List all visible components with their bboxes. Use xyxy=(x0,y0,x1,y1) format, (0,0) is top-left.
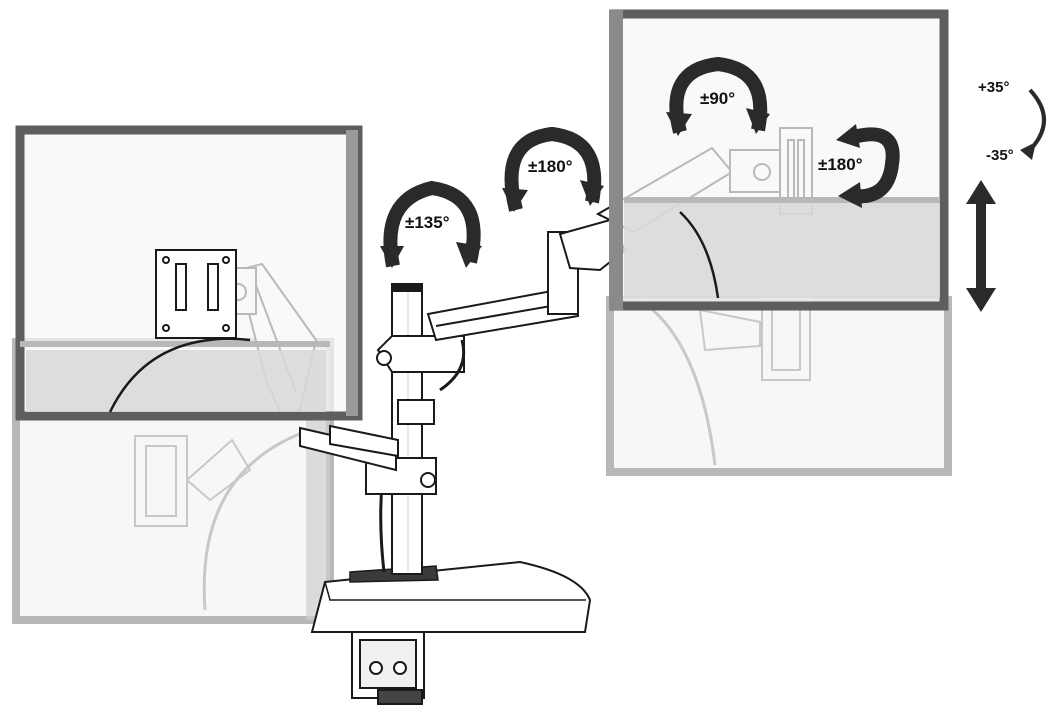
ghost-left-vesa-plate xyxy=(134,435,252,527)
lower-arm-collar xyxy=(299,426,437,495)
tilt-arrow-icon xyxy=(1020,88,1046,160)
head-swivel-arrow-icon xyxy=(666,56,770,136)
left-vesa-plate xyxy=(155,249,237,339)
desk-clamp xyxy=(351,631,425,705)
right-monitor xyxy=(609,9,949,311)
right-arm-lower-segment xyxy=(426,231,579,342)
pole-swivel-label: ±135° xyxy=(405,213,450,232)
tilt-down-label: -35° xyxy=(986,147,1014,164)
mounting-pole xyxy=(379,283,423,575)
height-adjust-arrow-icon xyxy=(966,180,996,312)
ghost-right-monitor xyxy=(606,296,952,476)
rotation-label: ±180° xyxy=(818,155,863,174)
arm-swivel-label: ±180° xyxy=(528,157,573,176)
arm-swivel-arrow-icon xyxy=(502,126,604,212)
head-swivel-label: ±90° xyxy=(700,89,735,108)
upper-arm-collar xyxy=(376,335,466,425)
tilt-up-label: +35° xyxy=(978,79,1009,96)
left-arm-lower-segment xyxy=(329,424,399,458)
rotation-arrow-icon xyxy=(836,124,900,208)
pole-swivel-arrow-icon xyxy=(380,180,482,268)
